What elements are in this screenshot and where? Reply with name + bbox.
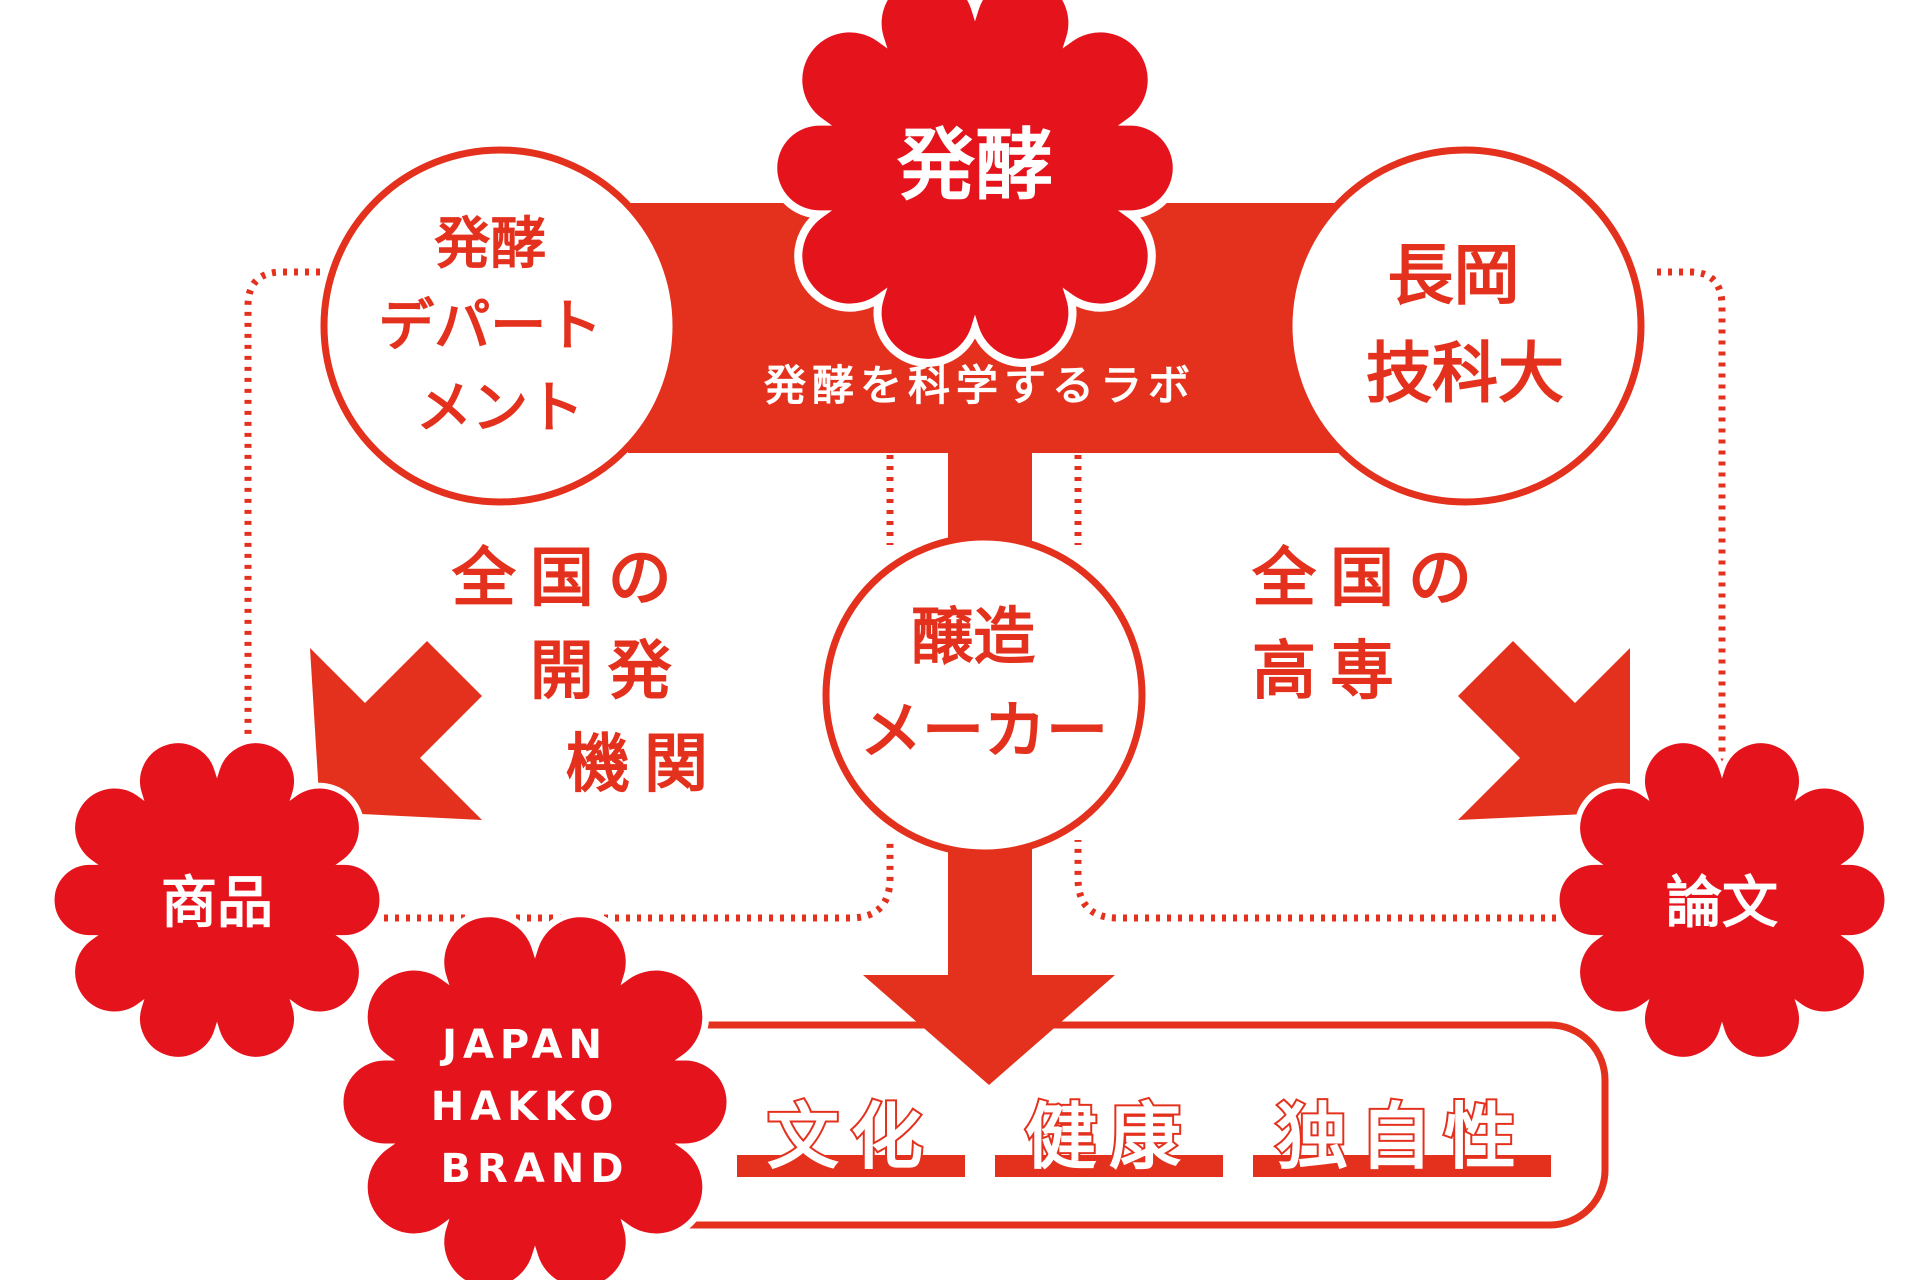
left-output-label: 商品 <box>161 871 273 936</box>
right-text-line-1: 全国の <box>1251 542 1486 616</box>
value-health: 健康 <box>1025 1095 1193 1179</box>
right-node-line-2: 技科大 <box>1366 335 1564 412</box>
value-underline-3 <box>1253 1155 1551 1177</box>
center-node-text: 醸造 メーカー <box>860 600 1108 767</box>
left-node-line-3: メント <box>416 376 584 441</box>
dotted-connectors <box>244 268 1726 922</box>
left-text-line-1: 全国の <box>451 542 686 616</box>
top-node-label: 発酵 <box>896 121 1053 211</box>
right-text-block: 全国の 高専 <box>1251 542 1522 709</box>
value-uniqueness: 独自性 <box>1276 1095 1528 1179</box>
left-node-circle <box>320 146 680 506</box>
banner-label: 発酵を科学するラボ <box>764 361 1196 410</box>
left-text-line-2: 開発 <box>530 635 686 709</box>
dotted-left-bottom <box>340 840 894 922</box>
left-node-text: 発酵 デパート メント <box>378 212 622 441</box>
center-arrow-head <box>863 975 1115 1085</box>
center-node-circle <box>822 533 1146 857</box>
brand-text: JAPAN HAKKO BRAND <box>431 1022 640 1192</box>
right-node-line-1: 長岡 <box>1388 237 1520 314</box>
center-arrow-shaft-top <box>948 450 1032 550</box>
left-node-line-2: デパート <box>378 294 602 359</box>
dotted-left-outer <box>244 268 320 795</box>
brand-line-3: BRAND <box>441 1146 630 1192</box>
right-output-label: 論文 <box>1666 871 1778 936</box>
value-underline-2 <box>995 1155 1223 1177</box>
right-text-line-2: 高専 <box>1252 635 1408 709</box>
left-diagonal-arrow <box>310 641 482 820</box>
value-culture: 文化 <box>767 1095 935 1179</box>
brand-line-1: JAPAN <box>439 1022 608 1068</box>
left-node-line-1: 発酵 <box>434 212 546 277</box>
right-node-text: 長岡 技科大 <box>1366 237 1564 412</box>
dotted-right-outer <box>1657 268 1726 795</box>
center-node-line-1: 醸造 <box>911 600 1035 673</box>
right-node-circle <box>1285 146 1645 506</box>
left-text-line-3: 機関 <box>566 728 722 802</box>
right-diagonal-arrow <box>1458 641 1630 820</box>
value-underline-1 <box>737 1155 965 1177</box>
center-node-line-2: メーカー <box>860 694 1108 767</box>
dotted-right-bottom <box>1074 840 1600 922</box>
left-text-block: 全国の 開発 機関 <box>451 542 722 802</box>
center-arrow-shaft-bottom <box>948 840 1032 980</box>
brand-line-2: HAKKO <box>431 1084 620 1130</box>
